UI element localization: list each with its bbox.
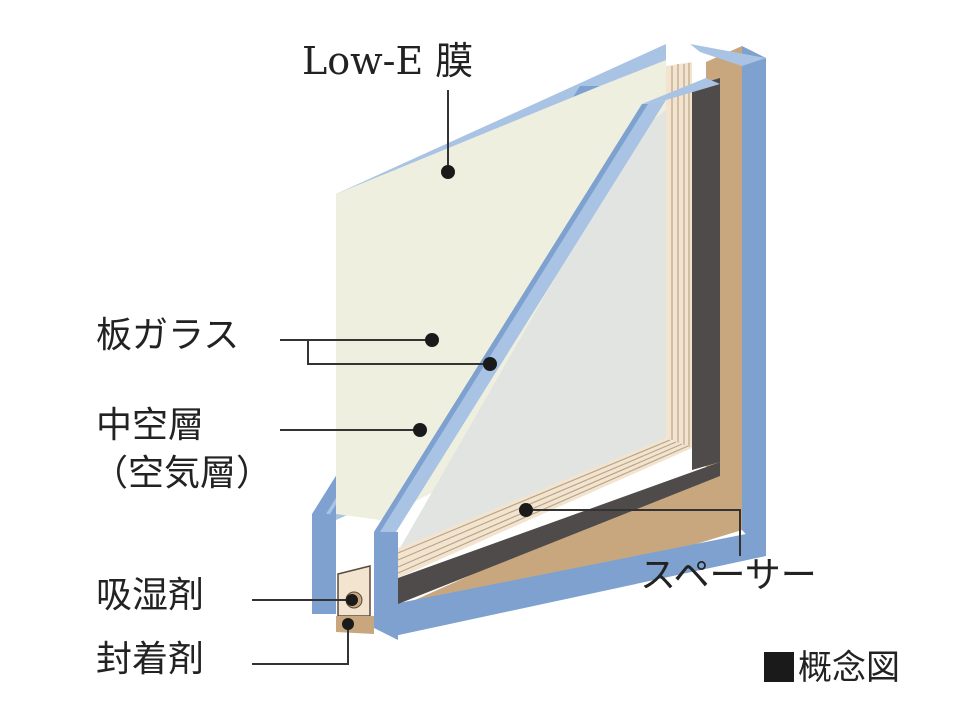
spacer-stripes-right	[671, 63, 690, 447]
concept-note-text: 概念図	[798, 648, 900, 688]
leader-lines	[252, 90, 741, 665]
sealant-bottom	[336, 616, 374, 634]
inner-glass-top-cap	[642, 78, 720, 104]
dot-glass-outer	[425, 333, 439, 347]
leader-dots	[342, 165, 533, 630]
dot-glass-inner	[483, 357, 497, 371]
top-right-glass-cap	[690, 44, 766, 66]
concept-note: 概念図	[764, 640, 900, 689]
leader-glass	[280, 339, 490, 365]
label-low-e: Low-E 膜	[302, 39, 474, 83]
label-desiccant: 吸湿剤	[96, 575, 205, 616]
dot-hollow	[413, 423, 427, 437]
leader-sealant	[252, 628, 349, 665]
bottom-glass-edge	[394, 530, 766, 636]
dot-spacer	[519, 503, 533, 517]
spacer-light-right	[666, 62, 692, 448]
black-square-icon	[764, 652, 794, 682]
label-spacer: スペーサー	[640, 555, 817, 596]
dot-desiccant	[346, 594, 358, 606]
dot-low-e	[441, 165, 455, 179]
leader-spacer	[526, 509, 741, 556]
dot-sealant	[342, 618, 354, 630]
label-air-layer: （空気層）	[92, 453, 273, 494]
inner-glass-edge-bottom	[374, 532, 398, 640]
spacer-dark-right	[692, 78, 720, 470]
air-layer-face-2	[400, 110, 666, 548]
inner-glass-edge-outline	[374, 104, 648, 532]
right-glass-edge	[742, 46, 766, 556]
outer-glass-edge-bottom	[312, 514, 336, 614]
spacer-dark-bottom	[398, 462, 720, 604]
label-glass: 板ガラス	[96, 315, 240, 356]
label-sealant: 封着剤	[96, 639, 205, 680]
label-hollow-layer: 中空層	[96, 405, 205, 446]
